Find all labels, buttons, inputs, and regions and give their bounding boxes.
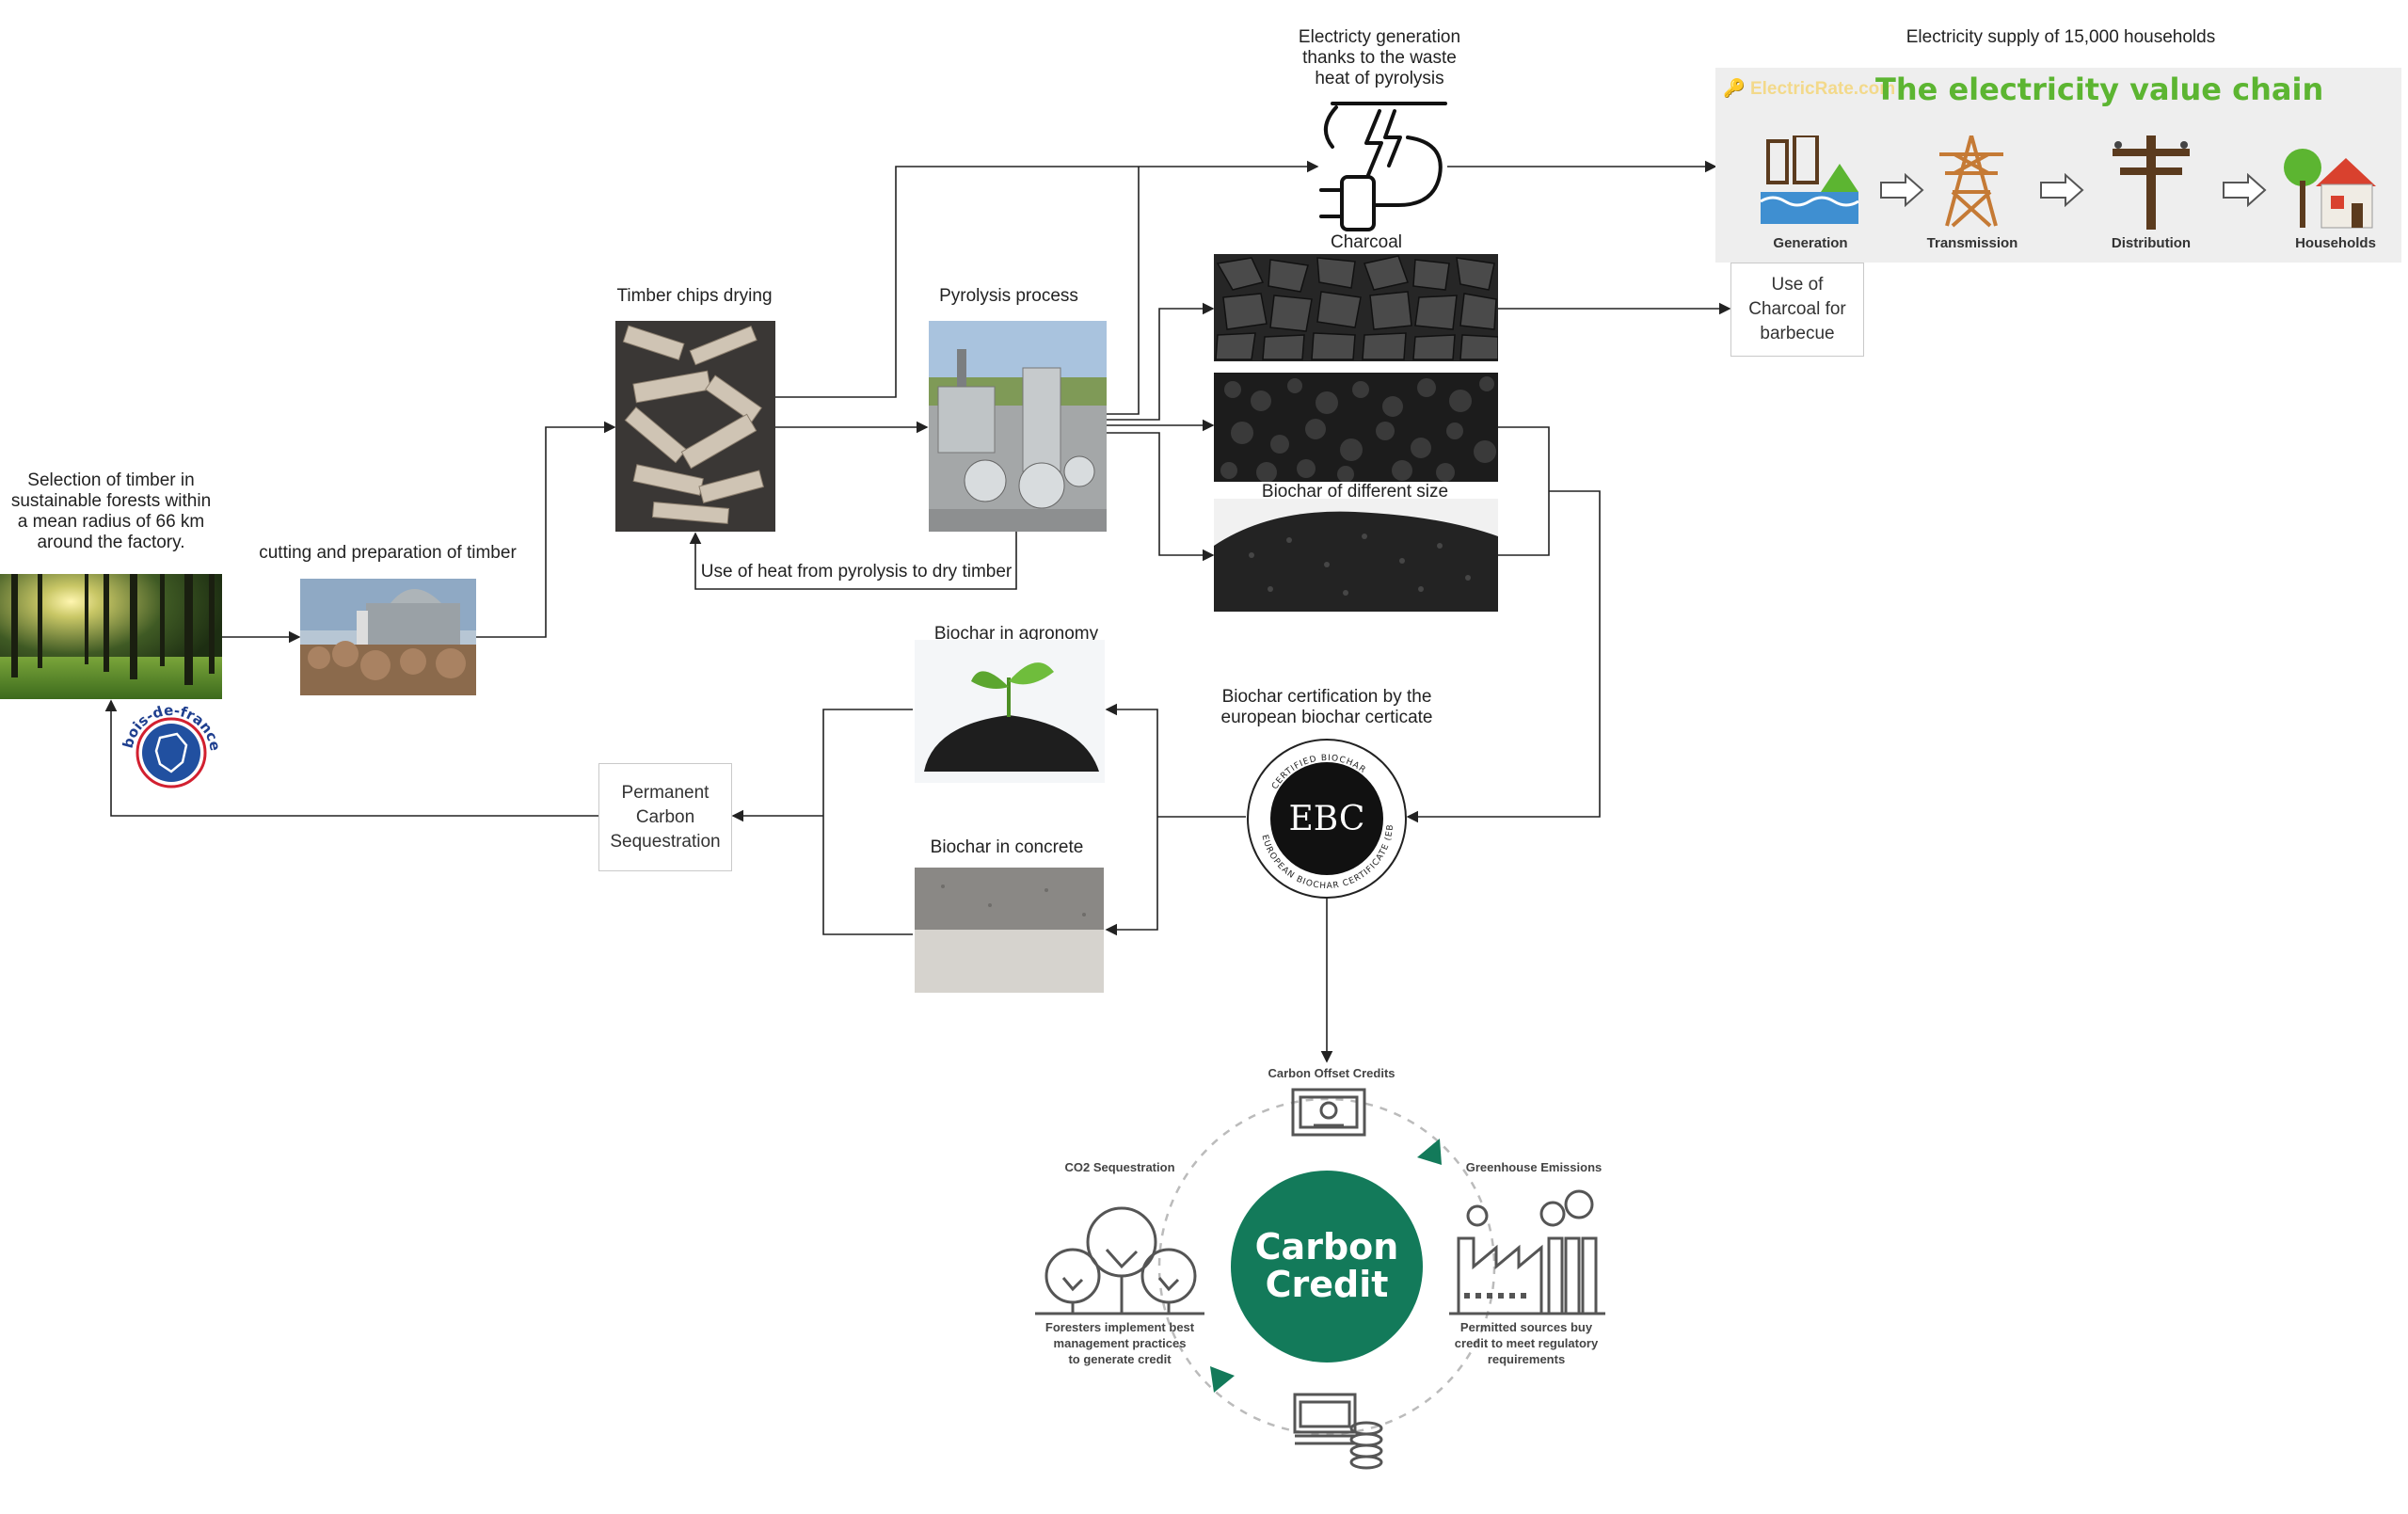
value-chain-brand: 🔑 ElectricRate.com [1723, 77, 1895, 100]
transmission-tower-icon [1939, 135, 2003, 228]
bracket-uses [822, 709, 913, 935]
value-chain-title: The electricity value chain [1875, 72, 2324, 107]
label-co2-sequestration: CO2 Sequestration [1064, 1160, 1175, 1174]
electricity-plug-icon [1314, 100, 1449, 231]
step-households: Households [2295, 235, 2376, 251]
carbon-credit-cycle: Carbon Credit [1026, 1054, 1637, 1477]
biochar-medium-photo [1214, 373, 1498, 482]
step-generation: Generation [1773, 235, 1848, 251]
bois-de-france-logo: bois-de-france [120, 702, 224, 796]
step-transmission: Transmission [1926, 235, 2018, 251]
label-electricity-supply: Electricity supply of 15,000 households [1906, 27, 2216, 47]
arrow-right-icon [1880, 173, 1924, 207]
ebc-text: EBC [1289, 800, 1365, 838]
label-heat-reuse: Use of heat from pyrolysis to dry timber [700, 562, 1013, 582]
arrow-pyrolysis-to-electricity [1107, 167, 1140, 415]
key-icon: 🔑 [1723, 79, 1746, 99]
label-pyrolysis: Pyrolysis process [939, 286, 1078, 306]
arrow-biochar-to-ebc [1406, 490, 1601, 823]
timber-chips-photo [615, 321, 775, 532]
ebc-certificate-seal: CERTIFIED BIOCHAR EUROPEAN BIOCHAR CERTI… [1240, 729, 1410, 901]
cash-coins-icon [1293, 1393, 1383, 1470]
box-bbq: Use of Charcoal for barbecue [1730, 263, 1864, 357]
arrow-heat-to-drying [689, 532, 1017, 590]
biochar-concrete-photo [915, 868, 1104, 993]
label-permitted-sources: Permitted sources buy credit to meet reg… [1454, 1320, 1599, 1366]
label-greenhouse-emissions: Greenhouse Emissions [1465, 1160, 1603, 1174]
arrow-ebc-to-concrete [1105, 817, 1158, 936]
value-chain-panel: 🔑 ElectricRate.com The electricity value… [1715, 68, 2401, 263]
cutting-photo [300, 579, 476, 695]
arrow-drying-to-electricity [775, 160, 1319, 398]
label-biochar-concrete: Biochar in concrete [930, 837, 1084, 857]
label-biochar-sizes: Biochar of different size [1261, 482, 1449, 502]
certificate-icon [1291, 1088, 1366, 1137]
label-foresters: Foresters implement best management prac… [1045, 1320, 1195, 1366]
biochar-fine-photo [1214, 499, 1498, 612]
generation-icon [1761, 135, 1858, 224]
label-drying: Timber chips drying [616, 286, 773, 306]
arrow-right-icon [2223, 173, 2267, 207]
forest-photo [0, 574, 222, 699]
arrow-cutting-to-drying [476, 421, 616, 638]
brand-text: ElectricRate.com [1749, 79, 1896, 99]
carbon-credit-line2: Credit [1266, 1264, 1389, 1305]
biochar-agronomy-photo [915, 640, 1105, 783]
box-sequestration: Permanent Carbon Sequestration [598, 763, 732, 871]
arrow-pyrolysis-to-biochar-fine [1107, 432, 1215, 562]
label-electricity-generation: Electricty generation thanks to the wast… [1298, 27, 1461, 88]
house-icon [2284, 149, 2376, 229]
bracket-biochar [1498, 426, 1550, 556]
arrow-pyrolysis-to-charcoal [1107, 302, 1215, 421]
label-biochar-agronomy: Biochar in agronomy [933, 624, 1099, 644]
label-certification: Biochar certification by the european bi… [1220, 687, 1433, 727]
label-selection-timber: Selection of timber in sustainable fores… [10, 470, 212, 552]
factory-icon [1449, 1189, 1605, 1315]
arrow-ebc-to-agronomy [1105, 703, 1158, 817]
arrow-sequestration-to-forest [104, 699, 598, 817]
step-distribution: Distribution [2111, 235, 2192, 251]
pyrolysis-photo [929, 321, 1107, 532]
carbon-credit-line1: Carbon [1255, 1226, 1399, 1267]
distribution-pole-icon [2113, 135, 2190, 230]
label-cutting: cutting and preparation of timber [259, 543, 517, 563]
arrow-right-icon [2040, 173, 2084, 207]
trees-icon [1035, 1206, 1204, 1315]
label-charcoal: Charcoal [1330, 232, 1403, 252]
charcoal-photo [1214, 254, 1498, 361]
label-carbon-offset-credits: Carbon Offset Credits [1268, 1066, 1395, 1080]
